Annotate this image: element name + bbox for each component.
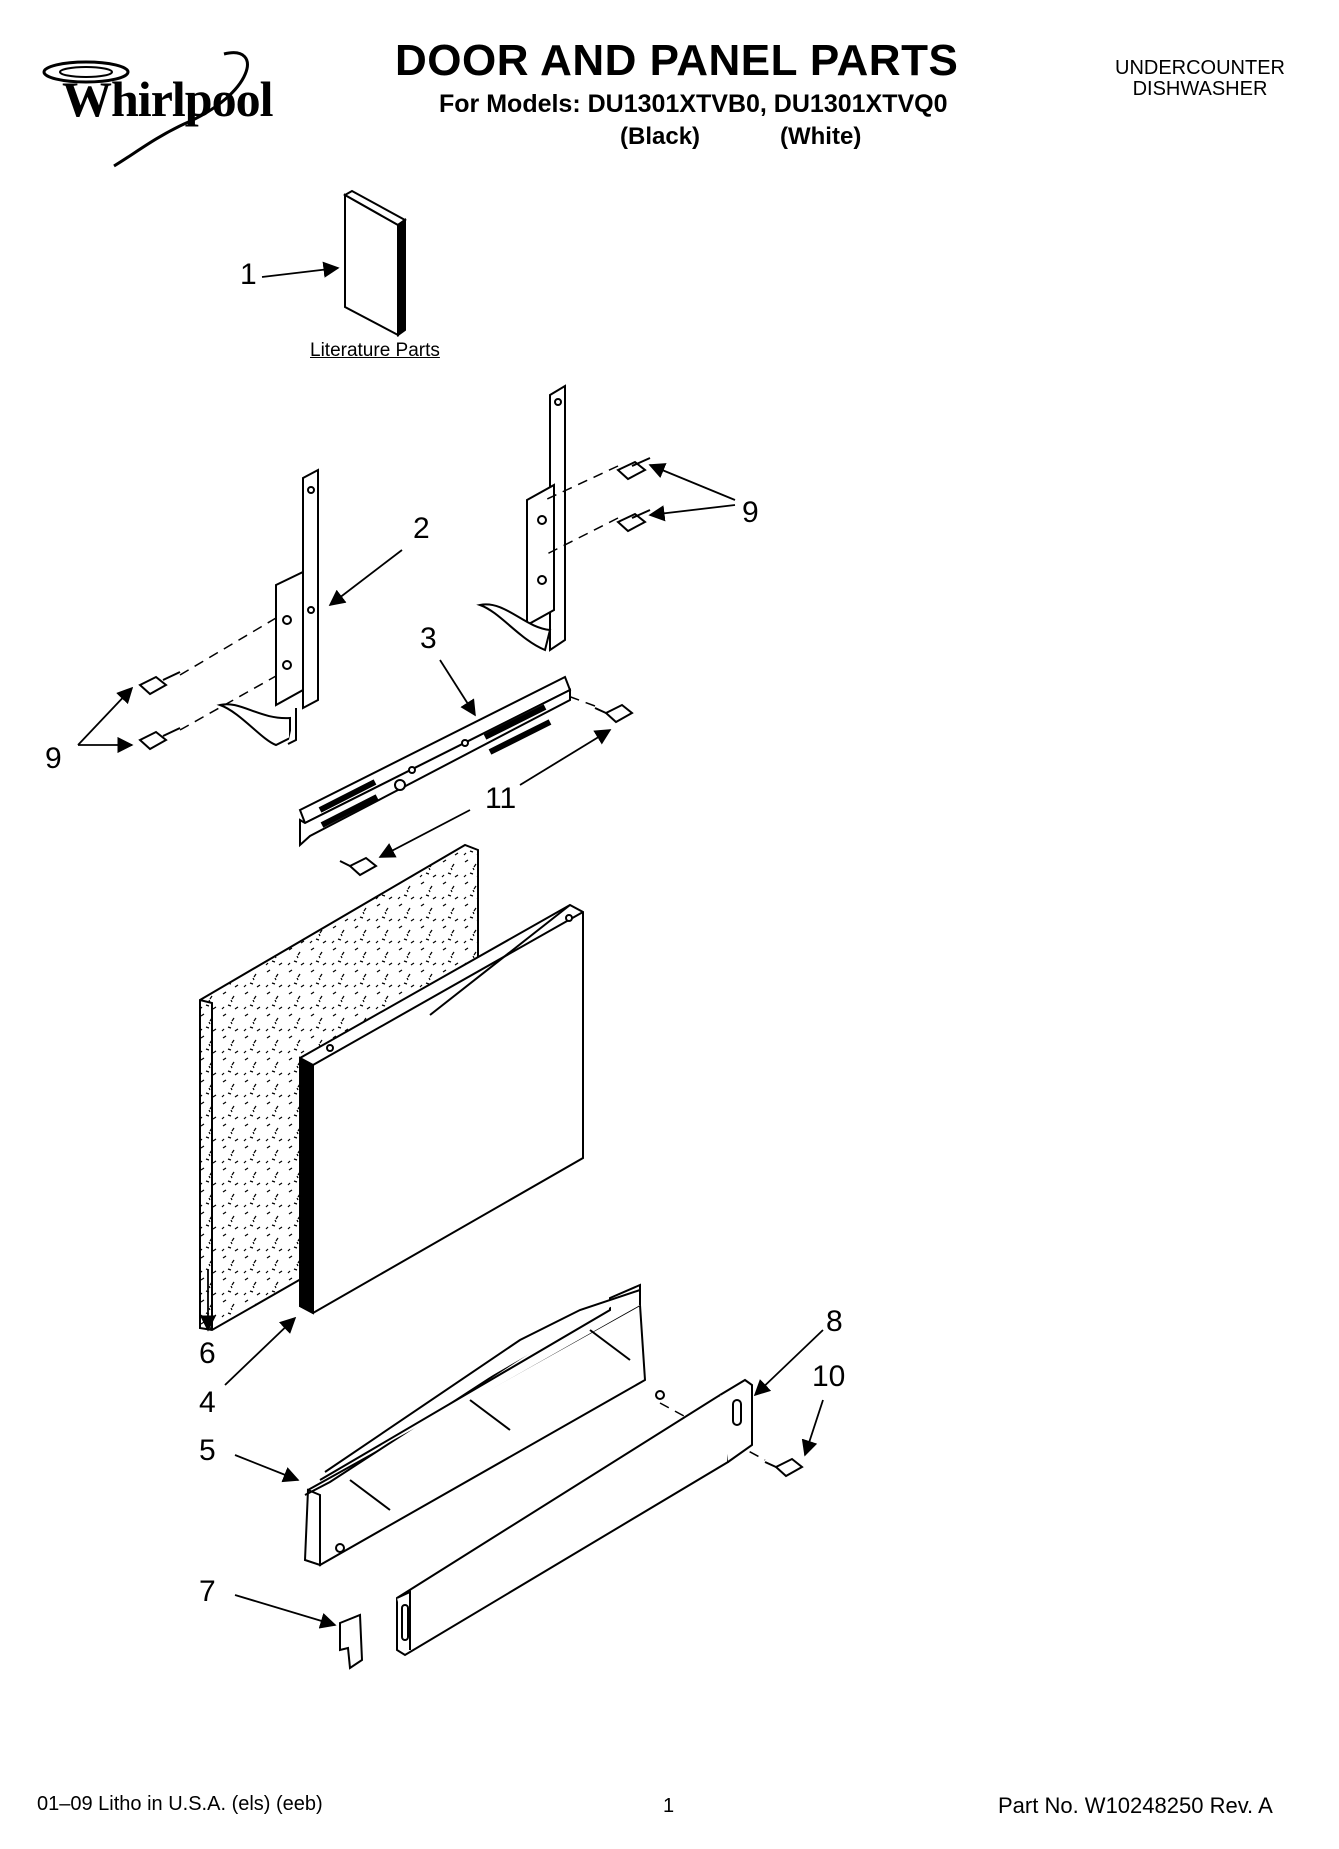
footer-litho-info: 01–09 Litho in U.S.A. (els) (eeb)	[37, 1793, 323, 1815]
callout-3: 3	[420, 622, 437, 655]
panel-clip	[339, 1613, 364, 1670]
logo-swirl-tail	[113, 51, 249, 168]
left-hinge-bracket	[216, 468, 319, 747]
outer-door-panel	[299, 903, 584, 1315]
logo-swirl-inner	[59, 66, 113, 78]
callout-2: 2	[413, 512, 430, 545]
screw-9-left-upper	[138, 671, 181, 696]
screw-set	[138, 457, 804, 1478]
brand-wordmark: Whirlpool	[62, 71, 273, 127]
callout-7: 7	[199, 1575, 216, 1608]
screw-9-left-lower	[138, 727, 181, 751]
callout-5: 5	[199, 1434, 216, 1467]
screw-10	[764, 1457, 804, 1478]
variant-white-label: (White)	[780, 123, 862, 150]
literature-booklet	[342, 189, 407, 337]
literature-parts-label: Literature Parts	[310, 340, 440, 361]
toe-panel-bracket	[303, 1283, 665, 1567]
whirlpool-logo	[42, 51, 249, 168]
logo-swirl-outer	[42, 60, 130, 84]
right-hinge-bracket	[476, 384, 566, 652]
product-type-line1: UNDERCOUNTER	[1115, 57, 1285, 79]
kick-plate	[396, 1378, 753, 1657]
mounting-bracket	[298, 675, 572, 848]
callout-1: 1	[240, 258, 257, 291]
callout-4: 4	[199, 1386, 216, 1419]
screw-11-right	[594, 703, 634, 724]
page-number: 1	[663, 1795, 675, 1817]
part-number: Part No. W10248250 Rev. A	[998, 1793, 1273, 1818]
screw-9-right-lower	[616, 509, 651, 533]
models-line: For Models: DU1301XTVB0, DU1301XTVQ0	[439, 90, 948, 118]
variant-black-label: (Black)	[620, 123, 701, 150]
callout-6: 6	[199, 1337, 216, 1370]
product-type: UNDERCOUNTER DISHWASHER	[1100, 58, 1300, 100]
screw-11-left	[339, 856, 378, 877]
callout-9-left: 9	[45, 742, 62, 775]
page-title: DOOR AND PANEL PARTS	[395, 36, 959, 85]
callout-arrows	[77, 261, 824, 1629]
screw-9-right-upper	[616, 457, 651, 481]
callout-8: 8	[826, 1305, 843, 1338]
product-type-line2: DISHWASHER	[1132, 78, 1268, 100]
callout-10: 10	[812, 1360, 846, 1393]
callout-11: 11	[485, 782, 517, 815]
callout-9-right: 9	[742, 496, 759, 529]
